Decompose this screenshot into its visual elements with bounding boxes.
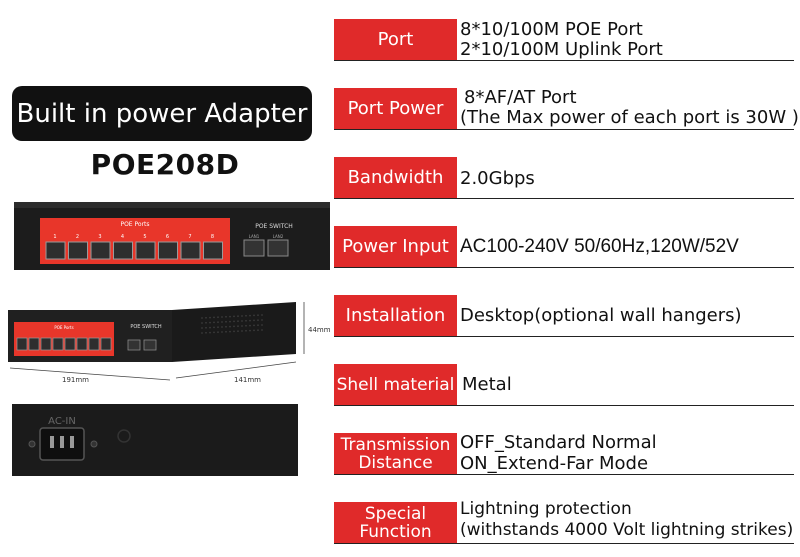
spec-value-transmission-line1: OFF_Standard Normal xyxy=(460,432,657,453)
spec-label-port: Port xyxy=(334,19,457,60)
poe-port xyxy=(135,241,156,260)
dim-width: 191mm xyxy=(62,376,89,384)
spec-row-installation: Installation Desktop(optional wall hange… xyxy=(332,295,800,337)
poe-port xyxy=(90,241,111,260)
port-number: 2 xyxy=(76,234,79,240)
port-number: 4 xyxy=(121,234,124,240)
port-number: 8 xyxy=(211,234,214,240)
spec-label-shell-material: Shell material xyxy=(334,364,457,405)
spec-value-special-line1: Lightning protection xyxy=(460,499,632,519)
lan2-port xyxy=(267,239,289,257)
product-image-panel: Built in power Adapter POE208D POE Ports… xyxy=(0,0,330,557)
poe-port xyxy=(45,241,66,260)
poe-port-angled xyxy=(64,337,76,351)
spec-row-transmission-distance: Transmission Distance OFF_Standard Norma… xyxy=(332,432,800,475)
poe-port-angled xyxy=(16,337,28,351)
spec-row-shell-material: Shell material Metal xyxy=(332,364,800,406)
poe-port-angled xyxy=(76,337,88,351)
spec-label-transmission-line2: Distance xyxy=(358,452,433,473)
port-number: 7 xyxy=(188,234,191,240)
spec-label-special-line2: Function xyxy=(359,521,432,542)
depth-dimension-line xyxy=(175,361,297,379)
spec-row-special-function: Special Function Lightning protection (w… xyxy=(332,499,800,544)
switch-front-view: POE Ports 1 2 3 4 5 6 7 8 POE SWITCH LAN1 LAN2 xyxy=(14,202,330,270)
poe-port-angled xyxy=(100,337,112,351)
spec-label-transmission-distance: Transmission Distance xyxy=(334,433,457,474)
ground-icon xyxy=(117,429,131,443)
badge-text: Built in power Adapter xyxy=(16,98,308,129)
spec-label-special-function: Special Function xyxy=(334,502,457,543)
spec-label-transmission-line1: Transmission xyxy=(340,434,451,455)
lan1-port xyxy=(243,239,265,257)
spec-table: Port 8*10/100M POE Port 2*10/100M Uplink… xyxy=(332,0,800,557)
poe-ports-label: POE Ports xyxy=(120,221,149,228)
spec-value-port-power-line1: 8*AF/AT Port xyxy=(464,87,577,108)
spec-value-port-power-line2: (The Max power of each port is 30W ) xyxy=(460,107,799,128)
spec-value-bandwidth: 2.0Gbps xyxy=(460,168,535,189)
lan1-label: LAN1 xyxy=(249,234,260,239)
spec-label-installation: Installation xyxy=(334,295,457,336)
port-number: 3 xyxy=(98,234,101,240)
port-number: 5 xyxy=(143,234,146,240)
switch-back-view: AC-IN xyxy=(12,404,298,476)
dim-height: 44mm xyxy=(308,326,330,334)
spec-row-power-input: Power Input AC100-240V 50/60Hz,120W/52V xyxy=(332,226,800,268)
poe-port xyxy=(180,241,201,260)
poe-switch-label: POE SWITCH xyxy=(255,223,293,230)
spec-value-transmission-line2: ON_Extend-Far Mode xyxy=(460,453,649,474)
spec-row-bandwidth: Bandwidth 2.0Gbps xyxy=(332,157,800,199)
port-number: 6 xyxy=(166,234,169,240)
spec-value-shell-material: Metal xyxy=(462,374,512,395)
spec-value-power-input: AC100-240V 50/60Hz,120W/52V xyxy=(460,236,739,257)
spec-row-port-power: Port Power 8*AF/AT Port (The Max power o… xyxy=(332,87,800,130)
width-dimension-line xyxy=(9,367,171,381)
spec-label-bandwidth: Bandwidth xyxy=(334,157,457,198)
spec-row-port: Port 8*10/100M POE Port 2*10/100M Uplink… xyxy=(332,19,800,61)
switch-angled-view: POE Ports POE SWITCH 44mm 191mm 141mm xyxy=(8,302,330,384)
poe-port-angled xyxy=(28,337,40,351)
spec-label-port-power: Port Power xyxy=(334,88,457,129)
poe-port-angled xyxy=(40,337,52,351)
poe-port-angled xyxy=(52,337,64,351)
spec-value-port-line2: 2*10/100M Uplink Port xyxy=(460,39,663,60)
poe-port xyxy=(158,241,178,260)
spec-value-special-line2: (withstands 4000 Volt lightning strikes) xyxy=(460,520,794,540)
poe-port xyxy=(113,241,133,260)
ac-in-label: AC-IN xyxy=(48,416,76,427)
poe-port-angled xyxy=(88,337,100,351)
poe-port xyxy=(68,241,88,260)
spec-label-power-input: Power Input xyxy=(334,226,457,267)
poe-switch-label-angled: POE SWITCH xyxy=(130,324,162,330)
poe-ports-label-angled: POE Ports xyxy=(54,325,73,330)
dim-depth: 141mm xyxy=(234,376,261,384)
port-number: 1 xyxy=(53,234,56,240)
spec-label-special-line1: Special xyxy=(364,503,427,524)
spec-value-port-line1: 8*10/100M POE Port xyxy=(460,19,643,40)
poe-port xyxy=(203,241,223,260)
model-name: POE208D xyxy=(90,148,240,181)
lan2-label: LAN2 xyxy=(273,234,284,239)
spec-value-installation: Desktop(optional wall hangers) xyxy=(460,305,742,326)
built-in-adapter-badge: Built in power Adapter xyxy=(12,86,312,141)
